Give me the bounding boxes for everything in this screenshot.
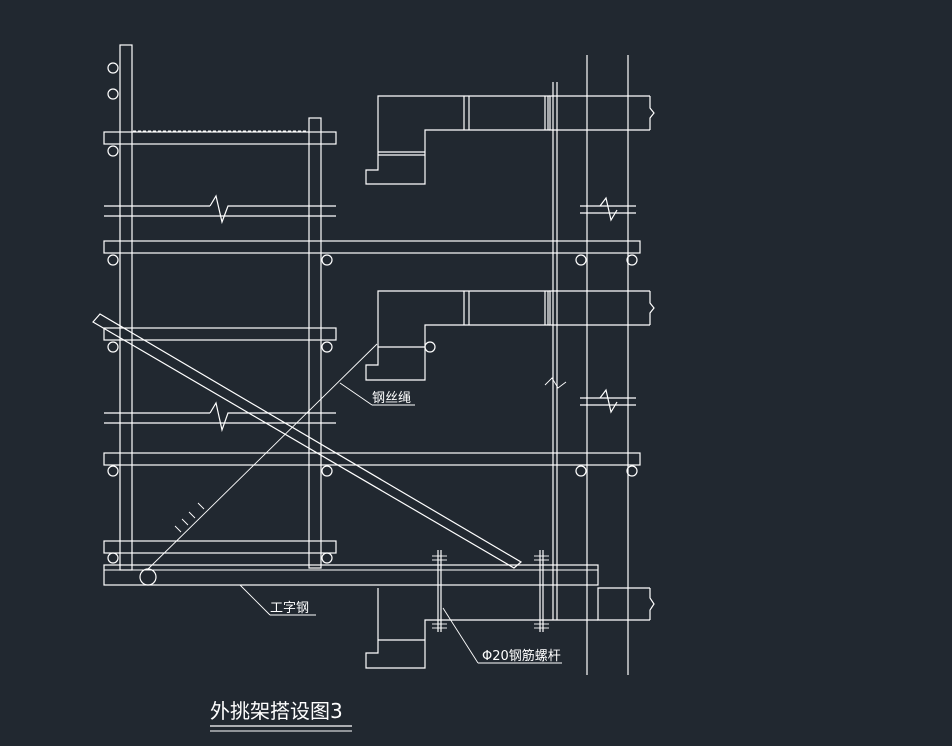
ledger-bar bbox=[103, 131, 337, 145]
coupler-circle bbox=[107, 62, 119, 74]
rope-clip bbox=[181, 518, 189, 526]
coupler-circle bbox=[626, 465, 638, 477]
coupler-circle bbox=[424, 341, 436, 353]
ledger-bar bbox=[103, 540, 337, 554]
bolt-leader bbox=[442, 607, 479, 664]
rebar-bolt-label: Φ20钢筋螺杆 bbox=[482, 648, 561, 664]
slab-break bbox=[649, 588, 655, 620]
coupler-circle bbox=[321, 552, 333, 564]
ledger-bar bbox=[103, 452, 641, 466]
coupler-circle bbox=[575, 254, 587, 266]
i-beam-end-circle bbox=[139, 568, 157, 586]
coupler-circle bbox=[107, 88, 119, 100]
i-beam-leader bbox=[239, 584, 271, 616]
cantilever-beam bbox=[365, 588, 598, 669]
floor-slab bbox=[549, 95, 650, 131]
slab-break bbox=[649, 291, 655, 325]
slab-break bbox=[649, 96, 655, 130]
i-beam-label: 工字钢 bbox=[270, 601, 309, 616]
coupler-circle bbox=[107, 465, 119, 477]
cantilever-beam bbox=[365, 290, 550, 381]
coupler-circle bbox=[107, 341, 119, 353]
ledger-bar bbox=[103, 327, 337, 341]
i-beam-body bbox=[103, 564, 599, 586]
coupler-circle bbox=[107, 254, 119, 266]
rebar-bolts bbox=[432, 550, 562, 664]
wire-rope-label: 钢丝绳 bbox=[372, 391, 411, 406]
floor-slab bbox=[597, 587, 650, 621]
coupler-circle bbox=[107, 145, 119, 157]
slab-edge bbox=[463, 96, 549, 130]
rope-clip bbox=[174, 525, 182, 533]
break-mark bbox=[209, 401, 336, 433]
slab-edge bbox=[463, 291, 549, 325]
break-mark bbox=[209, 194, 336, 225]
ledger-bar bbox=[103, 240, 641, 254]
wire-rope bbox=[147, 343, 415, 570]
cantilever-beam bbox=[365, 95, 550, 185]
floor-slab bbox=[549, 290, 650, 326]
break-mark bbox=[599, 196, 618, 222]
rope-clip bbox=[197, 502, 205, 510]
scaffold-frame bbox=[103, 44, 641, 571]
inner-standard bbox=[308, 117, 322, 569]
coupler-circle bbox=[575, 465, 587, 477]
outer-standard bbox=[119, 44, 133, 571]
coupler-circle bbox=[107, 552, 119, 564]
brace-bar bbox=[92, 313, 523, 569]
diagonal-brace bbox=[92, 313, 523, 569]
building-structure bbox=[365, 55, 655, 675]
coupler-circle bbox=[321, 341, 333, 353]
rope-clip bbox=[188, 511, 196, 519]
break-mark bbox=[544, 377, 567, 389]
coupler-circle bbox=[626, 254, 638, 266]
i-beam bbox=[103, 564, 599, 586]
coupler-circle bbox=[321, 254, 333, 266]
coupler-circle bbox=[321, 465, 333, 477]
break-mark bbox=[599, 388, 618, 414]
wire-rope-line bbox=[147, 343, 378, 570]
drawing-title: 外挑架搭设图3 bbox=[210, 699, 343, 723]
wire-rope-leader bbox=[339, 382, 373, 406]
